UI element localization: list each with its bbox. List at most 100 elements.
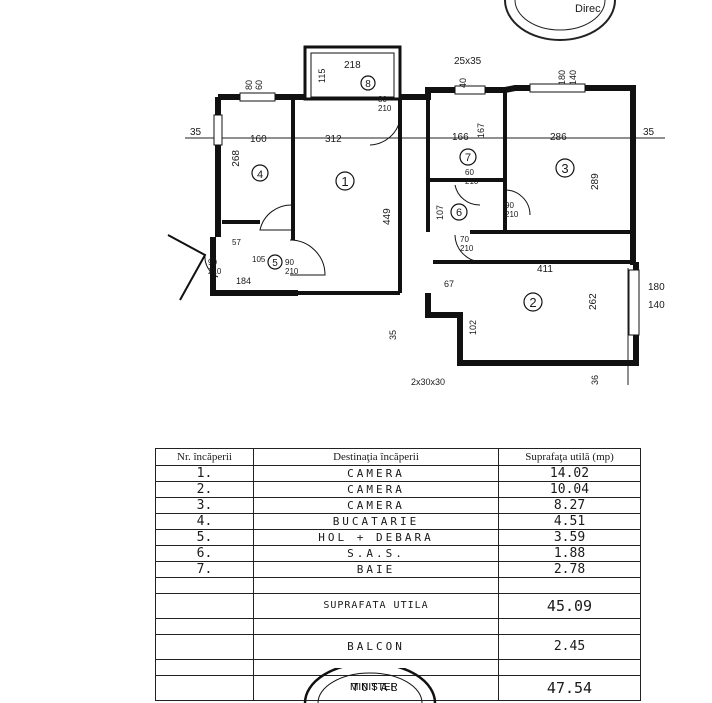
row-area: 4.51	[498, 513, 641, 530]
room-2-label: 2	[529, 295, 536, 310]
dim-25x35: 25x35	[454, 56, 482, 67]
dim-107: 107	[435, 205, 445, 220]
balcony-label: BALCON	[253, 634, 499, 660]
table-row-useful-area: SUPRAFATA UTILA 45.09	[155, 593, 641, 619]
row-area: 1.88	[498, 545, 641, 562]
exterior-walls	[210, 85, 639, 366]
table-row: 2. CAMERA 10.04	[155, 481, 641, 498]
row-nr: 6.	[155, 545, 254, 562]
room-6-label: 6	[456, 207, 462, 219]
row-nr: 4.	[155, 513, 254, 530]
row-destination: BAIE	[253, 561, 499, 578]
dim-268: 268	[231, 150, 242, 167]
dim-102: 102	[468, 320, 478, 335]
table-row-empty	[155, 659, 641, 676]
dim-312: 312	[325, 134, 342, 145]
row-destination: CAMERA	[253, 497, 499, 514]
dim-449: 449	[382, 208, 393, 225]
total-value: 47.54	[498, 675, 641, 701]
table-row: 7. BAIE 2.78	[155, 561, 641, 578]
dim-140-top: 140	[568, 70, 578, 85]
row-area: 10.04	[498, 481, 641, 498]
row-destination: BUCATARIE	[253, 513, 499, 530]
dim-36: 36	[590, 375, 600, 385]
room-markers	[251, 75, 575, 312]
dim-67: 67	[444, 279, 454, 289]
official-stamp-bottom: MINISTER	[303, 668, 437, 703]
row-nr: 3.	[155, 497, 254, 514]
dim-115: 115	[317, 69, 327, 83]
row-nr: 2.	[155, 481, 254, 498]
room-7-label: 7	[465, 152, 471, 164]
dim-180-window: 180	[648, 282, 665, 293]
row-destination: S.A.S.	[253, 545, 499, 562]
floor-plan: Direc	[167, 0, 665, 387]
table-header-row: Nr. încăperii Destinaţia încăperii Supra…	[155, 448, 641, 466]
row-nr: 7.	[155, 561, 254, 578]
dim-57: 57	[232, 238, 241, 247]
dim-180-top: 180	[557, 70, 567, 85]
table-row-empty	[155, 577, 641, 594]
header-destination: Destinaţia încăperii	[253, 448, 499, 466]
dim-140-window: 140	[648, 300, 665, 311]
dim-167: 167	[476, 123, 486, 138]
dim-80: 80	[244, 80, 254, 90]
dim-184: 184	[236, 276, 251, 286]
rooms-table: Nr. încăperii Destinaţia încăperii Supra…	[155, 448, 641, 701]
official-stamp-top: Direc	[504, 0, 616, 41]
table-row: 5. HOL + DEBARA 3.59	[155, 529, 641, 546]
interior-walls	[222, 92, 633, 295]
table-row: 1. CAMERA 14.02	[155, 465, 641, 482]
summary-value: 45.09	[498, 593, 641, 619]
entrance-arrow-icon	[167, 234, 207, 301]
dim-35-vertical: 35	[388, 330, 398, 340]
table-row-total: TOTAL 47.54	[155, 675, 641, 701]
row-destination: CAMERA	[253, 465, 499, 482]
dim-axis-right: 35	[643, 127, 655, 138]
dim-40: 40	[458, 78, 468, 88]
balcony	[303, 45, 402, 101]
dim-262: 262	[588, 293, 599, 310]
room-8-label: 8	[365, 79, 371, 90]
windows	[213, 83, 640, 336]
dim-218: 218	[344, 60, 361, 71]
dim-411: 411	[537, 264, 553, 275]
total-label: TOTAL	[253, 675, 499, 701]
header-nr: Nr. încăperii	[155, 448, 254, 466]
row-destination: HOL + DEBARA	[253, 529, 499, 546]
dim-axis-left: 35	[190, 127, 202, 138]
row-nr: 5.	[155, 529, 254, 546]
dim-289: 289	[590, 173, 601, 190]
dim-160: 160	[250, 134, 267, 145]
row-area: 3.59	[498, 529, 641, 546]
row-destination: CAMERA	[253, 481, 499, 498]
row-area: 14.02	[498, 465, 641, 482]
row-area: 2.78	[498, 561, 641, 578]
row-area: 8.27	[498, 497, 641, 514]
room-3-label: 3	[561, 161, 568, 176]
stamp-bottom-text: MINISTER	[350, 682, 398, 693]
table-row: 3. CAMERA 8.27	[155, 497, 641, 514]
room-1-label: 1	[341, 174, 348, 189]
table-row-empty	[155, 618, 641, 635]
table-row: 6. S.A.S. 1.88	[155, 545, 641, 562]
table-row-balcony: BALCON 2.45	[155, 634, 641, 660]
dim-60: 60	[254, 80, 264, 90]
dim-105: 105	[252, 255, 266, 264]
stamp-text: Direc	[575, 3, 601, 15]
dim-vent: 2x30x30	[411, 377, 445, 387]
room-5-label: 5	[272, 258, 278, 269]
dim-166: 166	[452, 132, 469, 143]
table-row: 4. BUCATARIE 4.51	[155, 513, 641, 530]
dim-286: 286	[550, 132, 567, 143]
room-4-label: 4	[257, 169, 263, 181]
row-nr: 1.	[155, 465, 254, 482]
door-swings	[204, 119, 531, 278]
header-area: Suprafaţa utilă (mp)	[498, 448, 641, 466]
